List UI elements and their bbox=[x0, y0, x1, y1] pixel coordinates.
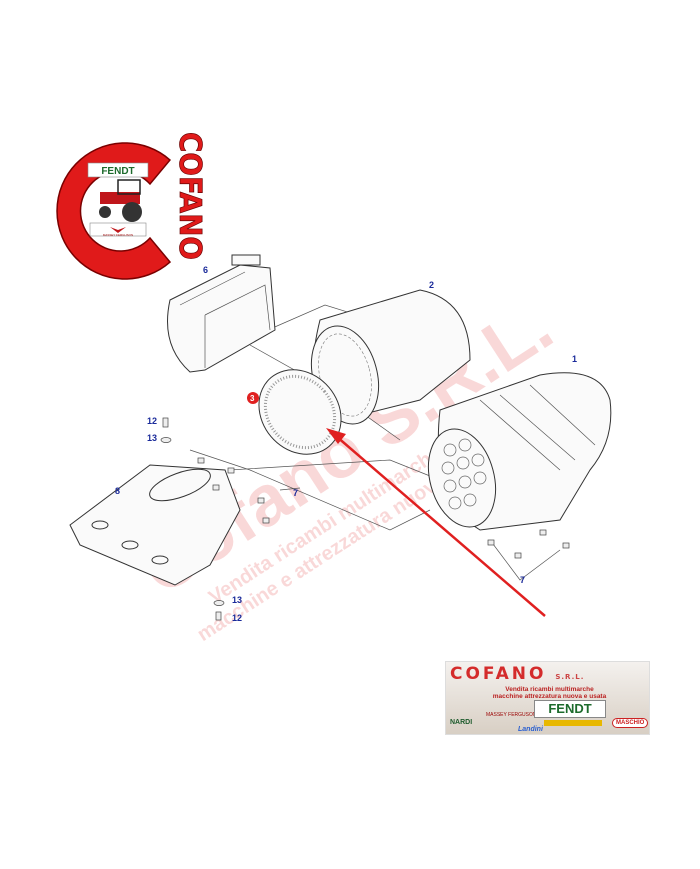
tractor-icon bbox=[99, 179, 142, 222]
label-6: 6 bbox=[203, 265, 208, 275]
label-3: 3 bbox=[250, 394, 255, 403]
banner-yellow-badge bbox=[544, 720, 602, 726]
cofano-logo: FENDT MASSEY FERGUSON bbox=[56, 142, 172, 280]
highlight-marker bbox=[247, 392, 259, 404]
logo-fendt-text: FENDT bbox=[101, 166, 134, 177]
label-13: 13 bbox=[232, 595, 242, 605]
banner-title: COFANO S.R.L. bbox=[450, 664, 585, 684]
fasteners bbox=[160, 417, 225, 621]
red-arrow bbox=[326, 428, 546, 617]
clips-7 bbox=[197, 457, 570, 559]
label-8: 8 bbox=[115, 486, 120, 496]
logo-mf-text: MASSEY FERGUSON bbox=[103, 233, 133, 237]
label-2: 2 bbox=[429, 280, 434, 290]
banner-brand-nardi: NARDI bbox=[450, 719, 473, 726]
banner-brand-landini: Landini bbox=[518, 726, 543, 733]
banner-brand-fendt: FENDT bbox=[534, 700, 606, 718]
label-13: 13 bbox=[147, 433, 157, 443]
banner-brand-massey: MASSEY FERGUSON bbox=[486, 712, 537, 718]
label-12: 12 bbox=[232, 613, 242, 623]
part-8-intake-duct bbox=[69, 464, 241, 586]
cofano-advert-banner: COFANO S.R.L. Vendita ricambi multimarch… bbox=[445, 661, 650, 735]
cofano-vertical-text: COFANO bbox=[172, 132, 207, 260]
label-7: 7 bbox=[293, 488, 298, 498]
label-12: 12 bbox=[147, 416, 157, 426]
label-1: 1 bbox=[572, 354, 577, 364]
part-6-housing-cover bbox=[167, 254, 276, 373]
part-3-filter-element bbox=[258, 369, 342, 455]
banner-brand-maschio: MASCHIO bbox=[612, 718, 649, 728]
svg-text:COFANO: COFANO bbox=[172, 132, 207, 260]
part-1-air-filter-housing bbox=[427, 372, 612, 531]
label-7: 7 bbox=[520, 575, 525, 585]
